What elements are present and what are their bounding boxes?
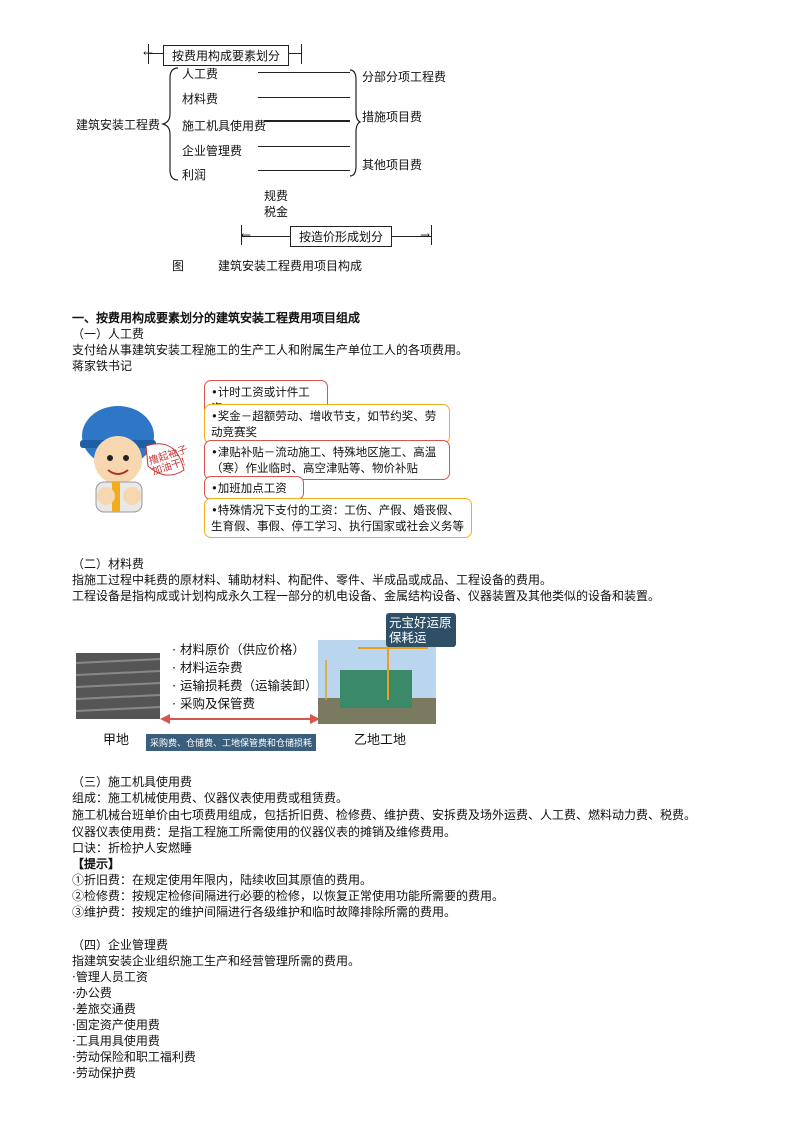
top-tick-left xyxy=(148,44,149,64)
top-tick-right xyxy=(301,44,302,64)
top-label: 按费用构成要素划分 xyxy=(163,45,290,66)
sub4-item: ·管理人员工资 xyxy=(72,970,148,984)
sub4-item: ·劳动保护费 xyxy=(72,1066,136,1080)
sub3-line: 施工机械台班单价由七项费用组成，包括折旧费、检修费、维护费、安拆费及场外运费、人… xyxy=(72,808,697,822)
tip-title: 【提示】 xyxy=(72,857,121,871)
tip-line: ②检修费：按规定检修间隔进行必要的检修，以恢复正常使用功能所需要的费用。 xyxy=(72,889,505,903)
tip-line: ①折旧费：在规定使用年限内，陆续收回其原值的费用。 xyxy=(72,873,373,887)
sub1-mnemonic: 蒋家铁书记 xyxy=(72,359,133,373)
bottom-tick-right xyxy=(431,225,432,245)
conn-line-4 xyxy=(258,146,350,147)
sub2-desc1: 指施工过程中耗费的原材料、辅助材料、构配件、零件、半成品或成品、工程设备的费用。 xyxy=(72,573,553,587)
caption-fig: 图 xyxy=(172,259,185,273)
bottom-item-2: 税金 xyxy=(264,205,289,219)
sub3-title: （三）施工机具使用费 xyxy=(72,775,193,789)
sub1-title: （一）人工费 xyxy=(72,327,145,341)
right-brace xyxy=(349,69,362,177)
bubble-bonus: •奖金－超额劳动、增收节支，如节约奖、劳动竞赛奖 xyxy=(204,404,450,444)
construction-site-image xyxy=(318,640,436,724)
element-material: 材料费 xyxy=(182,92,219,106)
material-mnemonic-tag: 元宝好运原保耗运 xyxy=(386,613,456,647)
place-a-label: 甲地 xyxy=(103,733,130,748)
worker-cartoon xyxy=(80,406,185,513)
material-list-item: · 材料原价（供应价格） xyxy=(172,642,305,657)
place-b-label: 乙地工地 xyxy=(354,733,407,748)
material-list-item: · 材料运杂费 xyxy=(172,660,243,675)
sub4-title: （四）企业管理费 xyxy=(72,938,169,952)
sub2-title: （二）材料费 xyxy=(72,557,145,571)
sub3-line: 口诀：折检护人安燃睡 xyxy=(72,841,193,855)
left-brace xyxy=(160,67,179,181)
right-item-2: 措施项目费 xyxy=(362,110,423,124)
root-label: 建筑安装工程费 xyxy=(76,118,161,132)
sub1-desc: 支付给从事建筑安装工程施工的生产工人和附属生产单位工人的各项费用。 xyxy=(72,343,469,357)
element-labor: 人工费 xyxy=(182,67,219,81)
sub4-item: ·办公费 xyxy=(72,986,112,1000)
bottom-item-1: 规费 xyxy=(264,189,289,203)
conn-line-3 xyxy=(264,120,350,122)
storage-cost-bar: 采购费、仓储费、工地保管费和仓储损耗 xyxy=(146,734,317,751)
sub4-item: ·工具用具使用费 xyxy=(72,1034,160,1048)
material-cost-list: · 材料原价（供应价格） · 材料运杂费 · 运输损耗费（运输装卸） · 采购及… xyxy=(172,641,317,713)
sub4-item: ·劳动保险和职工福利费 xyxy=(72,1050,196,1064)
sub4-item: ·固定资产使用费 xyxy=(72,1018,160,1032)
sub4-item: ·差旅交通费 xyxy=(72,1002,136,1016)
right-item-1: 分部分项工程费 xyxy=(362,70,447,84)
material-list-item: · 运输损耗费（运输装卸） xyxy=(172,678,318,693)
caption-text: 建筑安装工程费用项目构成 xyxy=(218,259,363,273)
section1-title: 一、按费用构成要素划分的建筑安装工程费用项目组成 xyxy=(72,311,361,325)
sub4-desc: 指建筑安装企业组织施工生产和经营管理所需的费用。 xyxy=(72,954,361,968)
right-item-3: 其他项目费 xyxy=(362,158,423,172)
steel-materials-image xyxy=(76,653,160,719)
transport-arrow xyxy=(160,714,320,724)
tip-line: ③维护费：按规定的维护间隔进行各级维护和临时故障排除所需的费用。 xyxy=(72,905,457,919)
bottom-left-arrowhead: ← xyxy=(241,228,252,242)
bottom-tick-left xyxy=(241,225,242,245)
sub2-desc2: 工程设备是指构成或计划构成永久工程一部分的机电设备、金属结构设备、仪器装置及其他… xyxy=(72,589,661,603)
sub3-line: 仪器仪表使用费：是指工程施工所需使用的仪器仪表的摊销及维修费用。 xyxy=(72,825,457,839)
bubble-overtime: •加班加点工资 xyxy=(204,476,304,500)
material-list-item: · 采购及保管费 xyxy=(172,696,255,711)
element-profit: 利润 xyxy=(182,168,207,182)
bubble-allowance: •津贴补贴－流动施工、特殊地区施工、高温（寒）作业临时、高空津贴等、物价补贴 xyxy=(204,440,450,480)
conn-line-1 xyxy=(258,72,350,73)
element-management: 企业管理费 xyxy=(182,144,243,158)
sub3-line: 组成：施工机械使用费、仪器仪表使用费或租赁费。 xyxy=(72,791,349,805)
conn-line-2 xyxy=(258,97,350,98)
bubble-special-wage: •特殊情况下支付的工资：工伤、产假、婚丧假、生育假、事假、停工学习、执行国家或社… xyxy=(204,498,472,538)
conn-line-5 xyxy=(258,170,350,171)
helmet-text: 安全第一 xyxy=(36,427,64,435)
bottom-right-arrowhead: → xyxy=(420,228,431,242)
element-machinery: 施工机具使用费 xyxy=(182,119,267,133)
bottom-label: 按造价形成划分 xyxy=(290,226,393,247)
